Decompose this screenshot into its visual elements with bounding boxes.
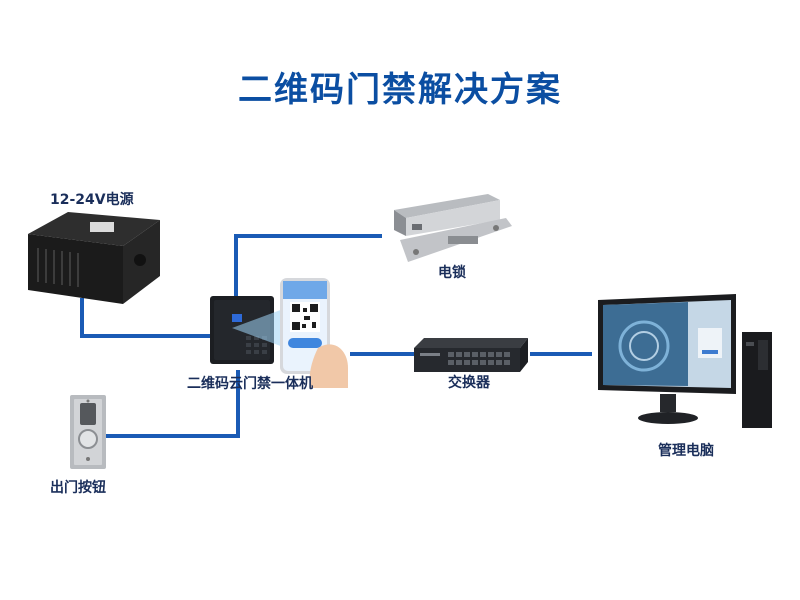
exit-button-label: 出门按钮: [50, 480, 106, 496]
line-button-controller: [102, 370, 240, 438]
computer-label: 管理电脑: [658, 443, 714, 459]
network-switch-icon: [414, 338, 528, 372]
line-controller-lock: [234, 234, 382, 300]
computer-icon: [598, 294, 772, 428]
controller-label: 二维码云门禁一体机: [187, 376, 313, 392]
electric-lock-label: 电锁: [438, 265, 466, 281]
switch-label: 交换器: [448, 375, 490, 391]
electric-lock-icon: [394, 194, 512, 262]
power-supply-icon: [28, 212, 160, 304]
smartphone-qr-icon: [280, 278, 348, 388]
line-power-controller: [80, 298, 214, 338]
power-supply-label: 12-24V电源: [50, 192, 134, 208]
exit-button-icon: [70, 395, 106, 469]
page-title: 二维码门禁解决方案: [238, 70, 562, 110]
